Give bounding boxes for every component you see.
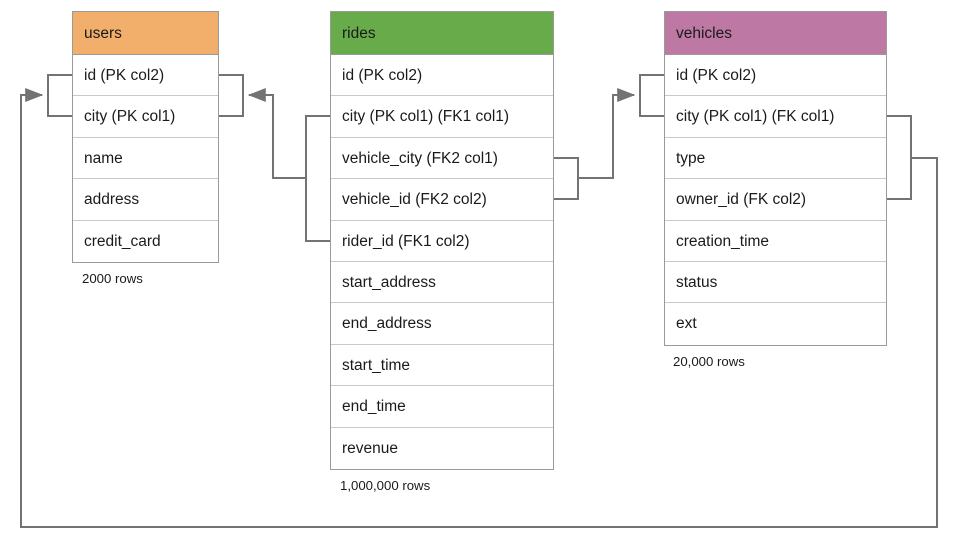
table-vehicles[interactable]: vehicles id (PK col2) city (PK col1) (FK…	[664, 11, 887, 346]
table-rides-row-count: 1,000,000 rows	[340, 478, 431, 493]
table-vehicles-column-type[interactable]: type	[665, 137, 886, 180]
table-users-title: users	[73, 12, 218, 55]
table-users-column-name[interactable]: name	[73, 137, 218, 180]
table-users-column-address[interactable]: address	[73, 179, 218, 221]
table-users-row-count: 2000 rows	[82, 271, 143, 286]
table-rides[interactable]: rides id (PK col2) city (PK col1) (FK1 c…	[330, 11, 554, 470]
connector-rides-to-users	[247, 88, 306, 179]
vehicles-right-bracket	[887, 115, 912, 200]
table-vehicles-column-status[interactable]: status	[665, 261, 886, 304]
table-users[interactable]: users id (PK col2) city (PK col1) name a…	[72, 11, 219, 263]
users-left-bracket	[47, 74, 72, 117]
users-right-bracket	[219, 74, 244, 117]
connector-rides-to-vehicles	[578, 88, 636, 179]
table-vehicles-column-city[interactable]: city (PK col1) (FK col1)	[665, 96, 886, 138]
table-rides-column-end-address[interactable]: end_address	[331, 303, 553, 345]
rides-left-bracket	[305, 115, 330, 242]
table-rides-column-revenue[interactable]: revenue	[331, 427, 553, 469]
table-vehicles-column-ext[interactable]: ext	[665, 303, 886, 345]
table-rides-column-rider-id[interactable]: rider_id (FK1 col2)	[331, 220, 553, 262]
table-rides-column-vehicle-city[interactable]: vehicle_city (FK2 col1)	[331, 137, 553, 180]
table-vehicles-row-count: 20,000 rows	[673, 354, 745, 369]
table-rides-title: rides	[331, 12, 553, 55]
vehicles-left-bracket	[639, 74, 664, 117]
table-rides-column-id[interactable]: id (PK col2)	[331, 55, 553, 97]
table-vehicles-column-id[interactable]: id (PK col2)	[665, 55, 886, 97]
rides-right-bracket	[554, 157, 579, 200]
table-rides-column-start-address[interactable]: start_address	[331, 261, 553, 304]
table-rides-column-end-time[interactable]: end_time	[331, 386, 553, 428]
table-rides-column-start-time[interactable]: start_time	[331, 344, 553, 387]
table-users-column-credit-card[interactable]: credit_card	[73, 220, 218, 262]
table-vehicles-column-creation-time[interactable]: creation_time	[665, 220, 886, 262]
table-rides-column-city[interactable]: city (PK col1) (FK1 col1)	[331, 96, 553, 138]
table-vehicles-column-owner-id[interactable]: owner_id (FK col2)	[665, 179, 886, 221]
table-users-column-id[interactable]: id (PK col2)	[73, 55, 218, 97]
table-vehicles-title: vehicles	[665, 12, 886, 55]
table-users-column-city[interactable]: city (PK col1)	[73, 96, 218, 138]
table-rides-column-vehicle-id[interactable]: vehicle_id (FK2 col2)	[331, 179, 553, 221]
